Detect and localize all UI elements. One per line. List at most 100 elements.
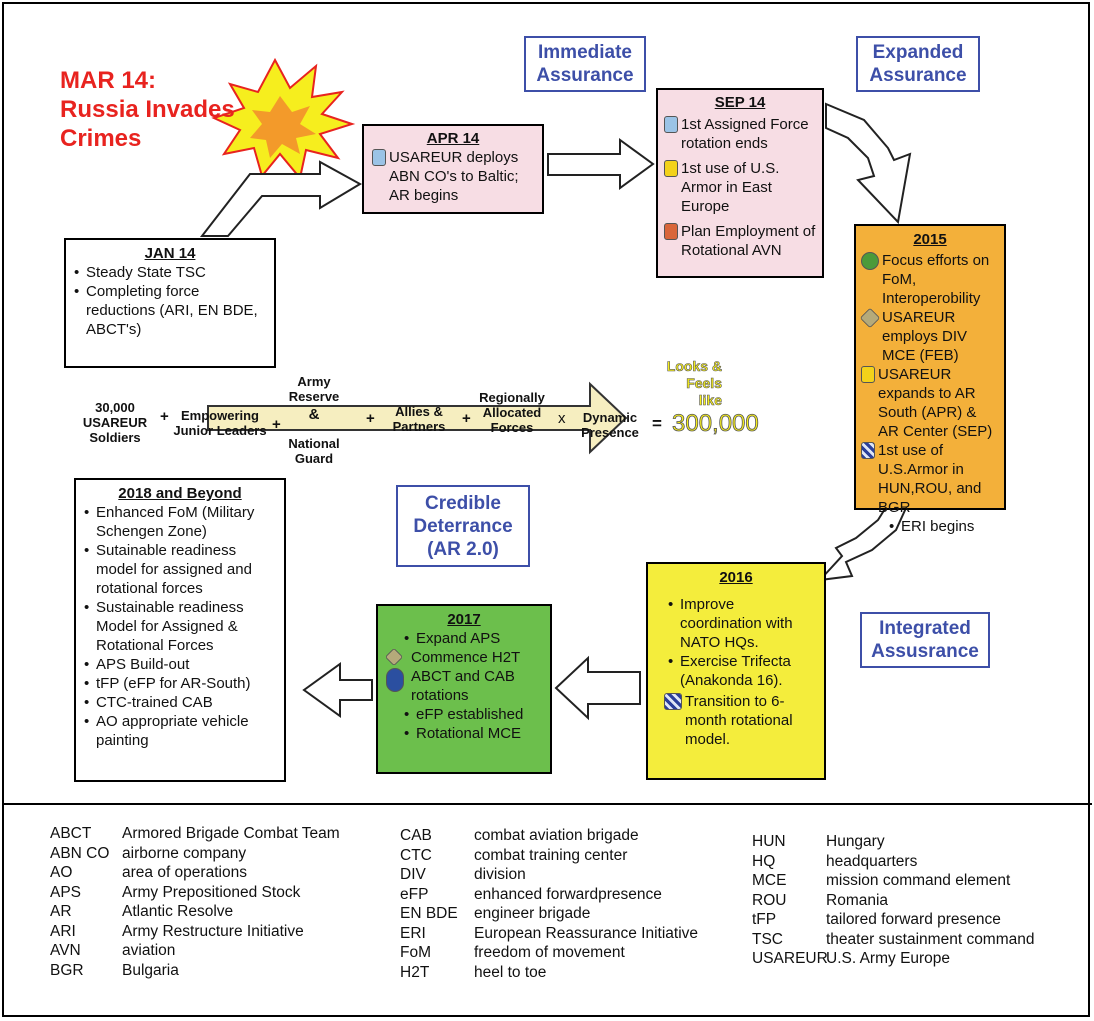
box-sep14-row3: Plan Employment of Rotational AVN xyxy=(664,222,816,260)
legend-col1: ABCT Armored Brigade Combat Team ABN CO ai… xyxy=(50,824,340,980)
eq-text: Dynamic xyxy=(582,410,638,425)
box-jan14: JAN 14 Steady State TSC Completing force… xyxy=(64,238,276,368)
legend-def: heel to toe xyxy=(474,963,547,981)
list-item: Exercise Trifecta (Anakonda 16). xyxy=(668,652,816,690)
eq-text: Partners xyxy=(392,419,446,434)
box-apr14: APR 14 USAREUR deploys ABN CO's to Balti… xyxy=(362,124,544,214)
airborne-patch-icon xyxy=(372,149,386,166)
legend-abbr: USAREUR xyxy=(752,950,828,967)
box-2017-row1: Commence H2T xyxy=(384,647,542,667)
box-2017: 2017 Expand APS Commence H2T ABCT and CA… xyxy=(376,604,552,774)
list-item: Completing force reductions (ARI, EN BDE… xyxy=(74,282,266,339)
legend-def: Armored Brigade Combat Team xyxy=(122,825,340,842)
legend-def: tailored forward presence xyxy=(826,911,1001,928)
box-2016-list: Improve coordination with NATO HQs. Exer… xyxy=(668,595,816,690)
legend-abbr: MCE xyxy=(752,872,787,889)
legend-row: ARI Army Restructure Initiative xyxy=(50,922,340,942)
box-2017-list2: eFP established Rotational MCE xyxy=(404,705,542,743)
legend-abbr: HUN xyxy=(752,833,786,850)
legend-def: theater sustainment command xyxy=(826,930,1035,948)
box-2015: 2015 Focus efforts on FoM, Interoperobil… xyxy=(854,224,1006,536)
box-2015-row3: USAREUR expands to AR South (APR) & AR C… xyxy=(861,365,999,441)
phase-immediate-line2: Assurance xyxy=(536,65,634,86)
eq-text: Allocated xyxy=(482,405,542,420)
eq-text: like xyxy=(698,392,722,409)
box-2015-row4: 1st use of U.S.Armor in HUN,ROU, and BGR xyxy=(861,441,999,517)
box-2015-row2: USAREUR employs DIV MCE (FEB) xyxy=(859,307,999,365)
legend-abbr: BGR xyxy=(50,961,84,979)
box-2017-title: 2017 xyxy=(447,611,481,628)
box-2015-text4: 1st use of U.S.Armor in HUN,ROU, and BGR xyxy=(878,442,982,516)
eq-text: Army xyxy=(297,374,331,389)
box-sep14-title: SEP 14 xyxy=(714,94,766,111)
phase-credible-line1: Credible xyxy=(424,492,502,514)
legend-abbr: tFP xyxy=(752,911,777,928)
eq-text: Empowering xyxy=(180,408,259,423)
list-item: Sustainable readiness Model for Assigned… xyxy=(84,598,276,655)
legend-def: Hungary xyxy=(826,833,885,850)
legend-abbr: APS xyxy=(50,883,82,901)
legend-def: freedom of movement xyxy=(474,944,625,961)
list-item: Enhanced FoM (Military Schengen Zone) xyxy=(84,503,276,541)
legend-abbr: EN BDE xyxy=(400,905,458,922)
eq-text: Junior Leaders xyxy=(173,423,267,438)
legend-abbr: AR xyxy=(50,903,72,920)
eq-plus: + xyxy=(272,416,281,433)
legend-def: Romania xyxy=(826,891,889,909)
legend-def: headquarters xyxy=(826,852,918,870)
legend-divider xyxy=(2,803,1092,805)
box-2018-title: 2018 and Beyond xyxy=(118,485,242,502)
arrow-2015-to-2016 xyxy=(817,502,908,582)
list-item: eFP established xyxy=(404,705,542,724)
phase-credible-deterrance: Credible Deterrance (AR 2.0) xyxy=(396,485,530,567)
phase-integrated-line1: Integrated xyxy=(879,618,971,639)
box-2015-text1: Focus efforts on FoM, Interoperobility xyxy=(882,252,990,307)
legend-abbr: FoM xyxy=(400,944,431,961)
box-apr14-row: USAREUR deploys ABN CO's to Baltic; AR b… xyxy=(372,148,534,205)
box-2015-text2: USAREUR employs DIV MCE (FEB) xyxy=(882,309,968,364)
event-title-text: MAR 14: Russia Invades Crimes xyxy=(60,67,235,152)
legend-def: European Reassurance Initiative xyxy=(474,924,699,942)
eq-text: USAREUR xyxy=(82,415,148,430)
legend-abbr: ABCT xyxy=(50,825,92,842)
mountain-division-patch-icon xyxy=(386,668,404,692)
legend-row: ABN CO airborne company xyxy=(50,844,340,864)
legend-abbr: ROU xyxy=(752,891,787,909)
eq-result: 300,000 xyxy=(672,410,760,438)
box-sep14-row1: 1st Assigned Force rotation ends xyxy=(664,115,816,153)
eq-text: Soldiers xyxy=(89,430,141,445)
box-sep14-row2: 1st use of U.S. Armor in East Europe xyxy=(664,159,816,216)
legend-abbr: ABN CO xyxy=(50,844,110,862)
legend-abbr: CAB xyxy=(400,827,432,844)
box-apr14-text: USAREUR deploys ABN CO's to Baltic; AR b… xyxy=(389,149,519,204)
eq-text: 30,000 xyxy=(95,400,135,415)
eq-plus: + xyxy=(366,410,375,427)
legend-def: combat aviation brigade xyxy=(474,827,639,844)
legend-def: airborne company xyxy=(122,844,247,862)
legend-def: Army Restructure Initiative xyxy=(122,922,304,940)
arrow-2016-to-2017 xyxy=(554,655,641,721)
box-jan14-title: JAN 14 xyxy=(144,245,196,262)
eq-text: Forces xyxy=(490,420,534,435)
legend-row: ROU Romania xyxy=(752,891,1035,911)
legend-row: CAB combat aviation brigade xyxy=(400,826,698,846)
box-2017-text2: ABCT and CAB rotations xyxy=(411,668,515,704)
legend-abbr: ARI xyxy=(50,922,76,940)
legend-abbr: AVN xyxy=(50,942,81,959)
event-title: MAR 14: Russia Invades Crimes xyxy=(60,66,240,153)
box-apr14-title: APR 14 xyxy=(426,130,480,147)
box-2018: 2018 and Beyond Enhanced FoM (Military S… xyxy=(74,478,286,782)
eq-text: & xyxy=(308,406,320,423)
legend-abbr: H2T xyxy=(400,963,430,981)
phase-immediate-assurance: Immediate Assurance xyxy=(524,36,646,92)
